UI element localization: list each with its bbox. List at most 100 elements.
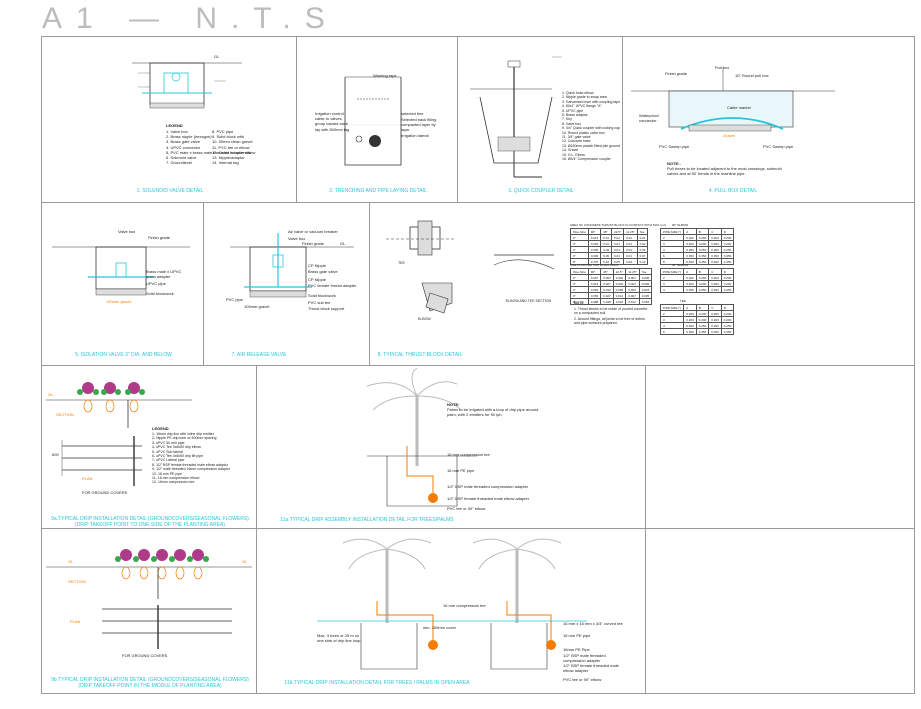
legend-title: GL: [214, 54, 220, 59]
label-max-trees: Max. 3 trees or 25 m on one side of drip…: [317, 633, 361, 644]
legend-item: 1. Valve box: [166, 129, 188, 134]
label-air-valve: Air valve or vacuum breaker: [288, 229, 338, 234]
legend-item: 16. Ø3/4" Compression coupler: [562, 157, 611, 162]
caption-drip-trees: 11a.TYPICAL DRIP ASSEMBLY INSTALLATION D…: [280, 517, 454, 523]
table5-title: TEE: [680, 299, 686, 303]
cell: 0.350: [683, 328, 697, 335]
legend-item: 1. Quick hose elbow: [562, 91, 594, 95]
label-male-adapter: 1/2" BSP male threaded compression adapt…: [563, 653, 606, 664]
table1-title: AREA OF CONCRETE THRUST BLOCK IN CONTACT…: [570, 223, 666, 227]
cell: 0.350: [708, 328, 722, 335]
legend-item: 3. Galvanised riser with coupling tape: [562, 99, 621, 104]
caption-air-release: 7. AIR RELEASE VALVE: [231, 352, 287, 358]
cell: 0.062: [638, 298, 653, 305]
cell: 0.012: [625, 298, 640, 305]
caption-solenoid-valve: 1. SOLENOID VALVE DETAIL: [136, 188, 204, 194]
thrust-note-2: 2. Around fittings, all joints to be fre…: [574, 317, 645, 326]
label-pe-pipe: 16 mm PE pipe: [563, 633, 591, 638]
cell: 0.088: [587, 298, 602, 305]
caption-drip-a-2: (DRIP TAKEOFF POINT TO ONE SIDE OF THE P…: [75, 522, 225, 528]
table4-title: 45° ELBOW: [672, 263, 689, 267]
label-gate-valve: Brass gate valve: [308, 269, 338, 274]
cell: 4: [659, 286, 685, 293]
caption-drip-a: 9a.TYPICAL DRIP INSTALLATION DETAIL (GRO…: [51, 516, 249, 522]
legend-item: 12. Cable for solenoid: [212, 149, 251, 155]
label-pvc-tee: PVC tee or 90° elbow: [447, 506, 486, 511]
legend-item: 5. PVC male x brass male threaded adapte…: [166, 149, 256, 155]
cell: 8": [570, 258, 589, 265]
label-gl: GL: [340, 241, 346, 246]
legend-item: 2. Nipple grade to swap area: [562, 95, 607, 100]
cell: 0.024: [612, 298, 627, 305]
label-section: SECTION: [68, 579, 86, 584]
cell: 0.450: [708, 258, 722, 265]
label-warning-tape: Warning tape: [373, 73, 397, 78]
legend-item: 12- 16mm compression tee: [152, 480, 195, 485]
legend-title: LEGEND: [166, 123, 183, 128]
legend-item: 6. Brass adaptor: [562, 113, 588, 118]
label-pvc-female-adapter: PVC female thread adapter: [308, 283, 357, 288]
cell: 0.250: [708, 286, 722, 293]
panel-trenching: Warning tape Irrigation control cable to…: [296, 36, 458, 203]
legend-item: 4. UPVC connector: [166, 144, 201, 150]
legend-item: 4. 80x1" UPVC flange "A": [562, 104, 602, 109]
label-pvc-pipe: PVC pipe: [226, 297, 243, 302]
legend-item: 6- uPVC Tee 3x6x50 drip lift pipe: [152, 454, 203, 459]
drip-trees-note-title: NOTE:: [447, 402, 460, 407]
thrust-notes-title: NOTE: [574, 301, 584, 305]
panel-isolation-valve: Valve box Finish grade Brass male x UPVC…: [41, 202, 204, 366]
label-for-ground: FOR GROUND COVERS: [122, 653, 168, 658]
label-solid-blockwork: Solid blockwork: [146, 291, 174, 296]
legend-item: 11- 16 mm compression elbow: [152, 476, 200, 481]
caption-quick-coupler: 3. QUICK COUPLER DETAIL: [508, 188, 574, 194]
label-valve-box: Valve box: [288, 236, 306, 241]
legend-item: 10. 50mm clean gravel: [212, 139, 253, 145]
legend-item: 8. PVC pipe: [212, 129, 234, 134]
legend-left: 1. Valve box 2. Brass nipple (hexagon) 3…: [166, 129, 255, 165]
label-compression-tee: 16 mm compression tee: [443, 603, 486, 608]
legend-item: 14. Internal tag: [212, 160, 239, 166]
legend-item: 2. Brass nipple (hexagon): [166, 134, 212, 140]
label-curved-tee: 16 mm x 16 mm x 3/4" curved tee: [563, 621, 623, 626]
panel-pull-box: Finish grade Pull box 10" Round pull box…: [622, 36, 915, 203]
label-pvc-sweep-left: PVC Sweep pipe: [659, 144, 690, 149]
label-union-adapter: Brass male x UPVC union adapter: [146, 269, 182, 280]
drip-open-area-drawing: [317, 538, 587, 670]
legend-item: 9- 1/2" male threaded 16mm compression a…: [152, 467, 230, 472]
legend-item: 7- uPVC Lateral pipe: [152, 458, 185, 463]
panel-drip-trees: NOTE: Palms to be irrigated with a loop …: [256, 365, 646, 529]
cell: 0.350: [695, 328, 710, 335]
legend-item: 7. Key: [562, 117, 572, 122]
legend-item: 10- 16 mm PE pipe: [152, 471, 182, 476]
label-pvc-sweep-right: PVC Sweep pipe: [763, 144, 794, 149]
panel-solenoid-valve: GL LEGEND 1. Valve box 2. Brass nipple (…: [41, 36, 297, 203]
panel-quick-coupler: 1. Quick hose elbow 2. Nipple grade to s…: [457, 36, 623, 203]
legend-item: 13. Ø150mm plastic fitted pile ground: [562, 143, 620, 148]
sheet-title: A1 — N.T.S: [42, 2, 339, 35]
legend-item: 3- uPVC 50 mm pipe: [152, 440, 185, 445]
cell: 8": [570, 298, 589, 305]
table3-title: Area of concrete (m2) for ALL others: [570, 263, 619, 267]
cell: 0.048: [600, 298, 614, 305]
label-cp-nipple-2: CP Nipple: [308, 277, 326, 282]
note-title: NOTE:-: [667, 161, 681, 166]
drip-legend-title: LEGEND: [152, 426, 169, 431]
legend-item: 11. 3/4" gate valve: [562, 135, 591, 140]
label-elbow: ELBOW: [418, 317, 431, 321]
legend-item: 3. Brass gate valve: [166, 139, 201, 145]
table2-title: 90° ELBOW: [672, 223, 689, 227]
label-upvc-pipe: UPVC pipe: [146, 281, 166, 286]
label-for-ground: FOR GROUND COVERS: [82, 490, 128, 495]
label-cable-marker: Cable marker: [727, 105, 752, 110]
cell: 0.250: [720, 286, 735, 293]
panel-empty-2: [645, 528, 915, 694]
panel-thrust-block: TEE ELBOW ELBOW AND TEE SECTION AREA OF …: [369, 202, 915, 366]
label-tee: TEE: [398, 261, 405, 265]
